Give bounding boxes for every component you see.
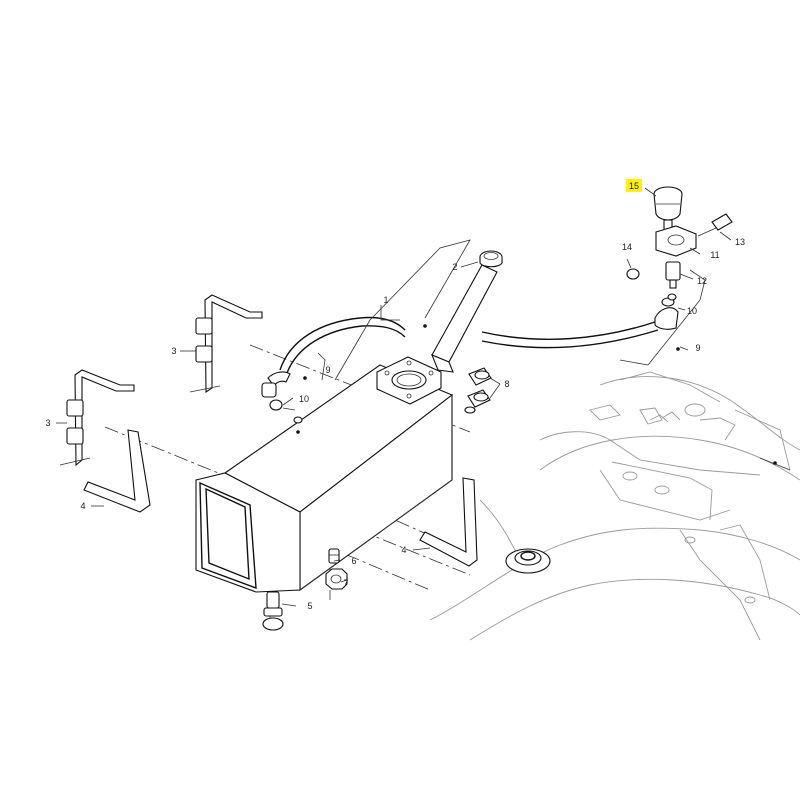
callout-14: 14 bbox=[622, 242, 632, 252]
filler-neck bbox=[431, 250, 503, 373]
callout-10-left: 10 bbox=[299, 394, 309, 404]
callout-15: 15 bbox=[629, 181, 639, 191]
strap-left bbox=[83, 429, 151, 513]
callout-8: 8 bbox=[504, 379, 509, 389]
fuel-tank bbox=[195, 356, 476, 593]
breather-connector bbox=[665, 261, 681, 301]
left-elbow-fitting bbox=[261, 371, 296, 411]
callout-4-right: 4 bbox=[401, 545, 406, 555]
callout-6: 6 bbox=[351, 556, 356, 566]
callout-7: 7 bbox=[343, 578, 348, 588]
leader-lines bbox=[56, 187, 732, 607]
chassis-frame bbox=[429, 371, 800, 641]
callout-12: 12 bbox=[697, 276, 707, 286]
reference-frames bbox=[296, 239, 791, 471]
drain-nut bbox=[325, 568, 348, 590]
chassis-grommet bbox=[505, 548, 551, 574]
breather-cap bbox=[653, 186, 683, 231]
callout-3-lower: 3 bbox=[45, 418, 50, 428]
callout-11: 11 bbox=[710, 250, 719, 260]
return-hose bbox=[279, 316, 406, 374]
callout-5: 5 bbox=[307, 601, 312, 611]
hanger-bracket-lower bbox=[59, 369, 135, 467]
supply-hose bbox=[481, 321, 659, 349]
callout-9-right: 9 bbox=[695, 343, 700, 353]
hanger-bracket-upper bbox=[189, 294, 263, 394]
breather-bracket bbox=[655, 225, 697, 257]
drain-valve bbox=[262, 591, 284, 631]
callout-2: 2 bbox=[452, 262, 457, 272]
callout-13: 13 bbox=[735, 237, 745, 247]
bracket-bolt bbox=[697, 213, 733, 237]
callout-4-left: 4 bbox=[80, 501, 85, 511]
callout-9-left: 9 bbox=[325, 365, 330, 375]
callouts: 1 2 3 3 4 4 5 6 7 8 9 9 10 10 11 12 13 1… bbox=[45, 179, 745, 611]
washer bbox=[626, 268, 640, 280]
strap-right bbox=[419, 477, 478, 567]
callout-15-highlight bbox=[626, 179, 642, 192]
callout-10-right: 10 bbox=[687, 306, 697, 316]
mounting-nuts bbox=[467, 367, 492, 408]
callout-1: 1 bbox=[383, 295, 388, 305]
drain-fitting bbox=[328, 548, 340, 564]
callout-3-upper: 3 bbox=[171, 346, 176, 356]
right-elbow-fitting bbox=[654, 297, 679, 330]
